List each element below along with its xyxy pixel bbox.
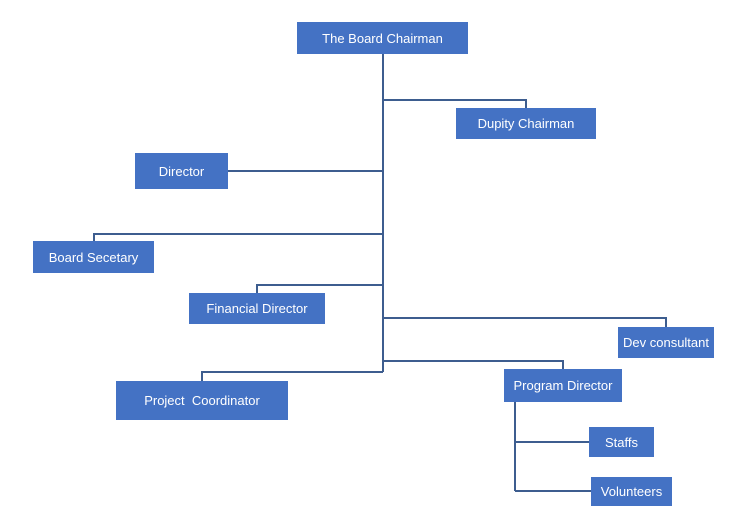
node-board-secretary: Board Secetary [33, 241, 154, 273]
node-director: Director [135, 153, 228, 189]
connector-financial-director [256, 284, 383, 293]
connector-program-director [383, 360, 564, 369]
node-dev-consultant: Dev consultant [618, 327, 714, 358]
node-volunteers: Volunteers [591, 477, 672, 506]
connector-dev-consultant [383, 317, 667, 327]
node-deputy-chairman: Dupity Chairman [456, 108, 596, 139]
node-project-coordinator: Project Coordinator [116, 381, 288, 420]
connector-project-coordinator [201, 371, 383, 381]
node-financial-director: Financial Director [189, 293, 325, 324]
node-board-chairman: The Board Chairman [297, 22, 468, 54]
node-program-director: Program Director [504, 369, 622, 402]
node-staffs: Staffs [589, 427, 654, 457]
connector-deputy-chairman [383, 99, 527, 108]
connector-board-secretary [93, 233, 383, 241]
